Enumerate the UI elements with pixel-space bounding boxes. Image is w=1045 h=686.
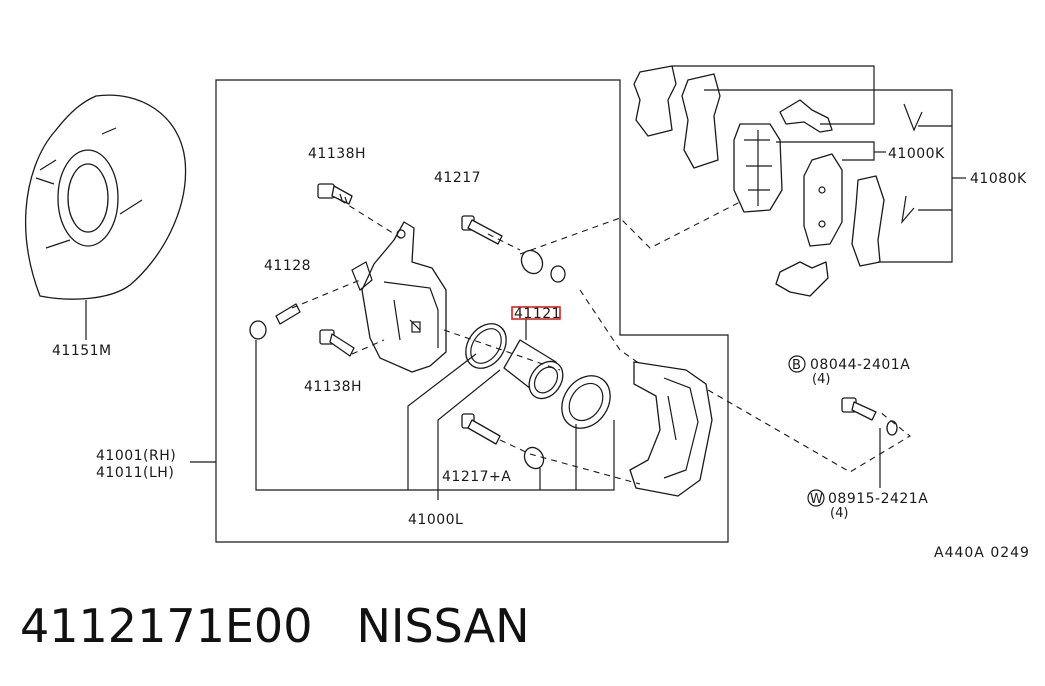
part-caption: 4112171E00 NISSAN — [20, 596, 530, 656]
label-41121[interactable]: 41121 — [514, 306, 561, 322]
bolt-b-letter: B — [792, 358, 801, 373]
guide-bolt-upper-part[interactable] — [317, 183, 353, 205]
label-41138H-lower[interactable]: 41138H — [304, 379, 362, 395]
bolt-b-qty: (4) — [812, 372, 830, 387]
brake-pad-outer-part[interactable] — [803, 153, 843, 247]
dust-shield-part[interactable] — [24, 94, 187, 340]
torque-member-part[interactable] — [629, 361, 713, 497]
label-41128[interactable]: 41128 — [264, 258, 311, 274]
brake-pad-inner-part[interactable] — [733, 123, 783, 213]
label-41217[interactable]: 41217 — [434, 170, 481, 186]
washer-w-callout[interactable]: W 08915-2421A (4) — [807, 489, 928, 521]
guide-bolt-lower-part[interactable] — [319, 329, 355, 357]
pad-shim-part[interactable] — [633, 65, 885, 267]
solid-leaders — [190, 65, 966, 500]
diagram-reference-code: A440A 0249 — [934, 545, 1030, 561]
bolt-b-code: 08044-2401A — [810, 357, 910, 373]
piston-boot-part[interactable] — [552, 366, 620, 437]
pad-clip-part[interactable] — [775, 99, 833, 297]
caliper-body-part[interactable] — [351, 221, 447, 373]
label-41000L[interactable]: 41000L — [408, 512, 463, 528]
washer-w-code: 08915-2421A — [828, 491, 928, 507]
piston-seal-part[interactable] — [457, 316, 514, 376]
washer-w-qty: (4) — [830, 506, 848, 521]
slide-pin-upper-part[interactable] — [461, 215, 503, 245]
lock-washer-part[interactable] — [886, 420, 898, 436]
caliper-assembly-frame — [215, 79, 729, 543]
label-41080K[interactable]: 41080K — [970, 171, 1027, 187]
washer-w-letter: W — [810, 492, 823, 507]
dashed-leaders — [291, 199, 911, 485]
anti-rattle-spring-part[interactable] — [901, 103, 923, 224]
label-41151M[interactable]: 41151M — [52, 343, 112, 359]
slide-pin-lower-part[interactable] — [461, 413, 547, 472]
label-41217A[interactable]: 41217+A — [442, 469, 511, 485]
bleeder-screw-part[interactable] — [249, 303, 301, 340]
brand-name: NISSAN — [356, 599, 530, 653]
part-number: 4112171E00 — [20, 599, 313, 653]
label-41138H-upper[interactable]: 41138H — [308, 146, 366, 162]
bolt-b-callout[interactable]: B 08044-2401A (4) — [788, 355, 910, 387]
highlight-box — [511, 306, 561, 320]
label-41001-rh[interactable]: 41001(RH) — [96, 448, 176, 464]
label-41011-lh[interactable]: 41011(LH) — [96, 465, 174, 481]
pin-boot-upper-part[interactable] — [517, 247, 566, 283]
mounting-bolt-part[interactable] — [841, 397, 877, 421]
piston-part[interactable] — [503, 339, 570, 405]
label-41000K[interactable]: 41000K — [888, 146, 945, 162]
